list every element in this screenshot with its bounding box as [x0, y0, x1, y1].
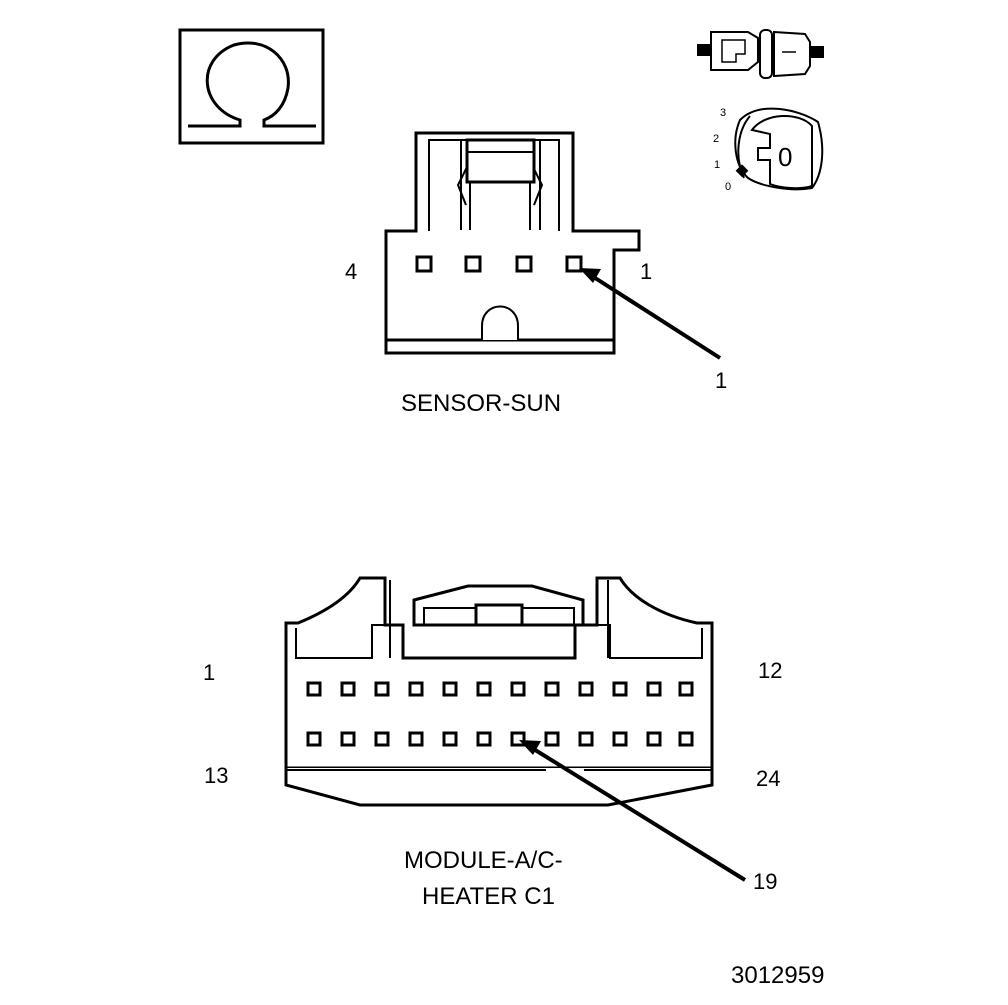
key-position-0: 0	[725, 181, 731, 193]
hvac-pin-18	[476, 731, 492, 747]
hvac-connector-name-line2: HEATER C1	[422, 883, 555, 910]
sun-sensor-pin-2	[515, 255, 533, 273]
hvac-pin-23	[646, 731, 662, 747]
hvac-pin-15	[374, 731, 390, 747]
hvac-pins-top-row	[306, 681, 694, 697]
sun-sensor-pin-left-label: 4	[345, 259, 357, 284]
hvac-pin-3	[374, 681, 390, 697]
key-position-3: 3	[720, 107, 726, 119]
hvac-pointer-arrow	[519, 740, 747, 882]
sun-sensor-connector: 4 1 1 SENSOR-SUN	[345, 131, 727, 417]
hvac-pin-21	[578, 731, 594, 747]
hvac-pin-8	[544, 681, 560, 697]
sun-sensor-highlighted-pin-label: 1	[715, 368, 727, 393]
hvac-pin-14	[340, 731, 356, 747]
hvac-pin-11	[646, 681, 662, 697]
hvac-pin-top-left-label: 1	[203, 660, 215, 685]
sun-sensor-pin-right-label: 1	[640, 259, 652, 284]
hvac-pin-10	[612, 681, 628, 697]
ohmmeter-icon	[178, 28, 325, 145]
hvac-pin-20	[544, 731, 560, 747]
hvac-pin-5	[442, 681, 458, 697]
hvac-module-connector: 1 12 13 24 19 MODULE-A/C- HEATER C1	[203, 576, 782, 910]
hvac-pin-16	[408, 731, 424, 747]
sun-sensor-name: SENSOR-SUN	[401, 390, 561, 417]
key-position-2: 2	[713, 133, 719, 145]
ignition-key-icon: 3 2 1 0 0	[713, 107, 824, 193]
hvac-pin-13	[306, 731, 322, 747]
hvac-pin-1	[306, 681, 322, 697]
hvac-pin-12	[678, 681, 694, 697]
key-position-1: 1	[714, 159, 720, 171]
hvac-highlighted-pin-label: 19	[753, 869, 777, 894]
hvac-pin-24	[678, 731, 694, 747]
hvac-pin-top-right-label: 12	[758, 658, 782, 683]
hvac-pin-4	[408, 681, 424, 697]
key-selected-position: 0	[778, 142, 792, 172]
hvac-pin-22	[612, 731, 628, 747]
hvac-pin-6	[476, 681, 492, 697]
hvac-pin-7	[510, 681, 526, 697]
hvac-pin-2	[340, 681, 356, 697]
connector-plug-icon	[697, 29, 824, 79]
sun-sensor-pin-4	[415, 255, 433, 273]
sun-sensor-pin-3	[464, 255, 482, 273]
figure-id: 3012959	[731, 962, 824, 989]
hvac-pins-bottom-row	[306, 731, 694, 747]
sun-sensor-pin-1	[565, 255, 583, 273]
hvac-connector-name-line1: MODULE-A/C-	[404, 847, 563, 874]
hvac-pin-bottom-left-label: 13	[204, 763, 228, 788]
hvac-pin-17	[442, 731, 458, 747]
hvac-pin-9	[578, 681, 594, 697]
sun-sensor-pointer-arrow	[579, 268, 722, 360]
hvac-pin-bottom-right-label: 24	[756, 766, 780, 791]
